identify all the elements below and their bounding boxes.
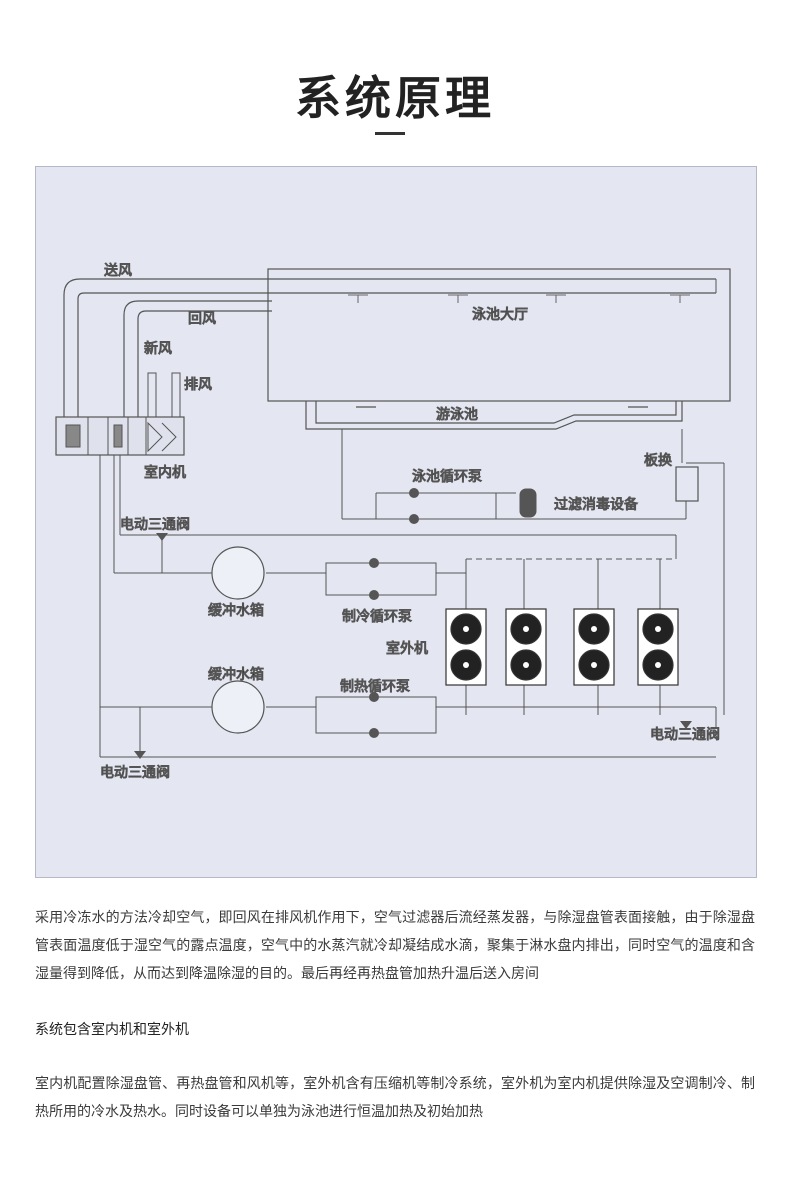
section-heading: 系统包含室内机和室外机 [35,1022,189,1038]
buffer-tank-2 [211,680,265,734]
system-diagram: 送风 回风 新风 排风 泳池大厅 游泳池 室内机 泳池循环泵 过滤消毒设备 板换… [35,166,757,878]
label-cooling-pump: 制冷循环泵 [342,609,412,625]
label-heating-pump: 制热循环泵 [340,679,410,695]
label-buffer-tank-1: 缓冲水箱 [208,603,264,619]
label-exhaust-air: 排风 [184,377,212,393]
title-underline [375,132,405,135]
label-valve-bottom-left: 电动三通阀 [100,765,170,781]
label-fresh-air: 新风 [144,341,172,357]
label-pool-hall: 泳池大厅 [472,307,528,323]
description-paragraph-2: 室内机配置除湿盘管、再热盘管和风机等，室外机含有压缩机等制冷系统，室外机为室内机… [35,1076,755,1120]
three-way-valves [134,533,692,759]
diagram-canvas: 送风 回风 新风 排风 泳池大厅 游泳池 室内机 泳池循环泵 过滤消毒设备 板换… [55,263,731,782]
return-duct [123,300,272,417]
label-return-air: 回风 [188,311,216,327]
filter-tank [519,488,537,518]
fresh-air-duct [147,372,157,418]
plate-exchanger [675,466,699,502]
label-filter-disinfect: 过滤消毒设备 [554,496,638,513]
pool-basin [305,401,683,430]
indoor-unit-box [55,416,185,456]
outdoor-units [445,608,679,686]
buffer-tank-1 [211,546,265,600]
pool-hall-box [267,268,731,402]
label-plate-hx: 板换 [644,452,672,469]
air-diffusers [348,294,690,303]
label-indoor-unit: 室内机 [144,464,186,481]
label-pool-circ-pump: 泳池循环泵 [412,469,482,485]
outdoor-fan-centers [463,626,661,668]
label-outdoor-unit: 室外机 [386,640,428,657]
label-valve-bottom-right: 电动三通阀 [650,727,720,743]
label-supply-air: 送风 [104,263,132,279]
supply-duct [63,278,717,417]
label-valve-top-left: 电动三通阀 [120,517,190,533]
label-pool: 游泳池 [436,407,478,423]
pump-symbols [369,488,419,738]
exhaust-air-duct [171,372,181,418]
description-paragraph-1: 采用冷冻水的方法冷却空气，即回风在排风机作用下，空气过滤器后流经蒸发器，与除湿盘… [35,910,755,982]
page-title: 系统原理 [295,71,495,125]
label-buffer-tank-2: 缓冲水箱 [208,667,264,683]
